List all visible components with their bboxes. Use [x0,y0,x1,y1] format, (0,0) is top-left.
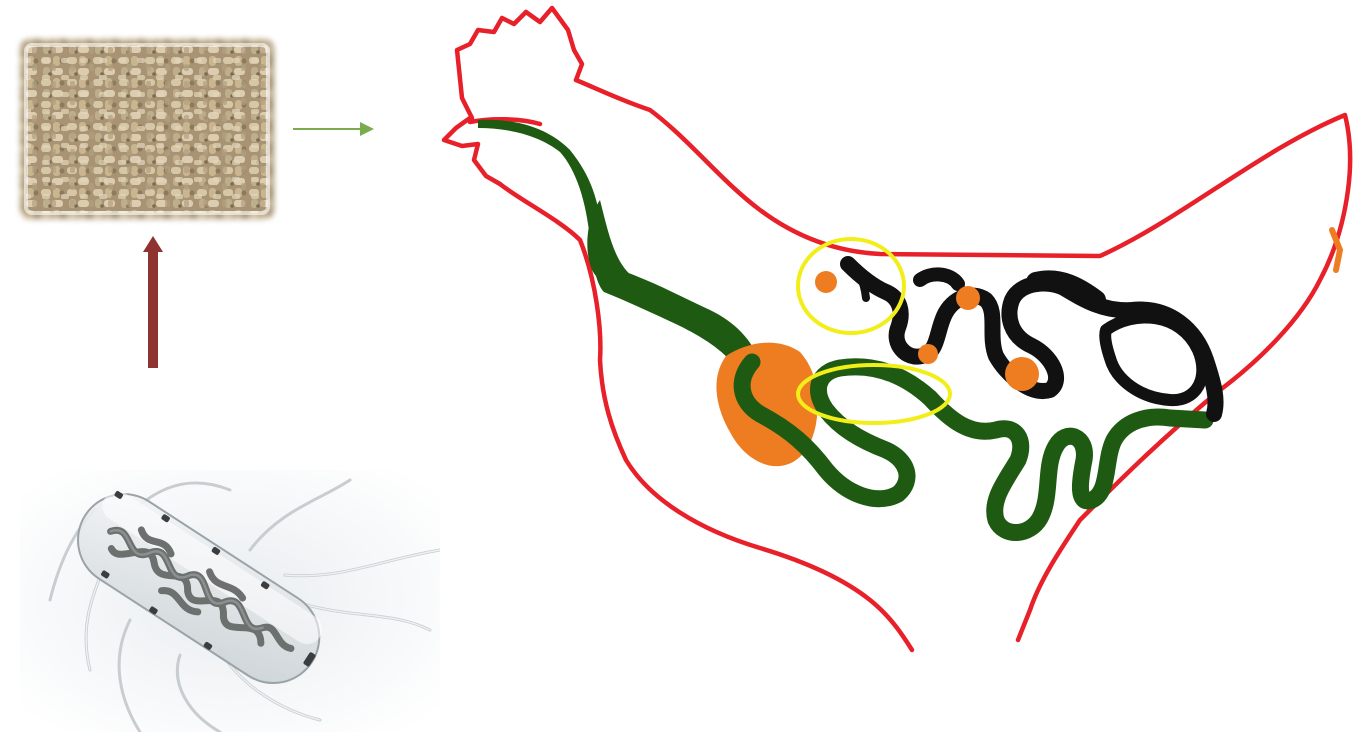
chicken-digestive-diagram [430,0,1356,670]
esophagus-crop [478,120,760,368]
bacterium-illustration [20,470,440,732]
arrow-right-icon [290,118,380,142]
arrow-up-icon [138,232,168,372]
feed-pellets-image [14,33,280,225]
